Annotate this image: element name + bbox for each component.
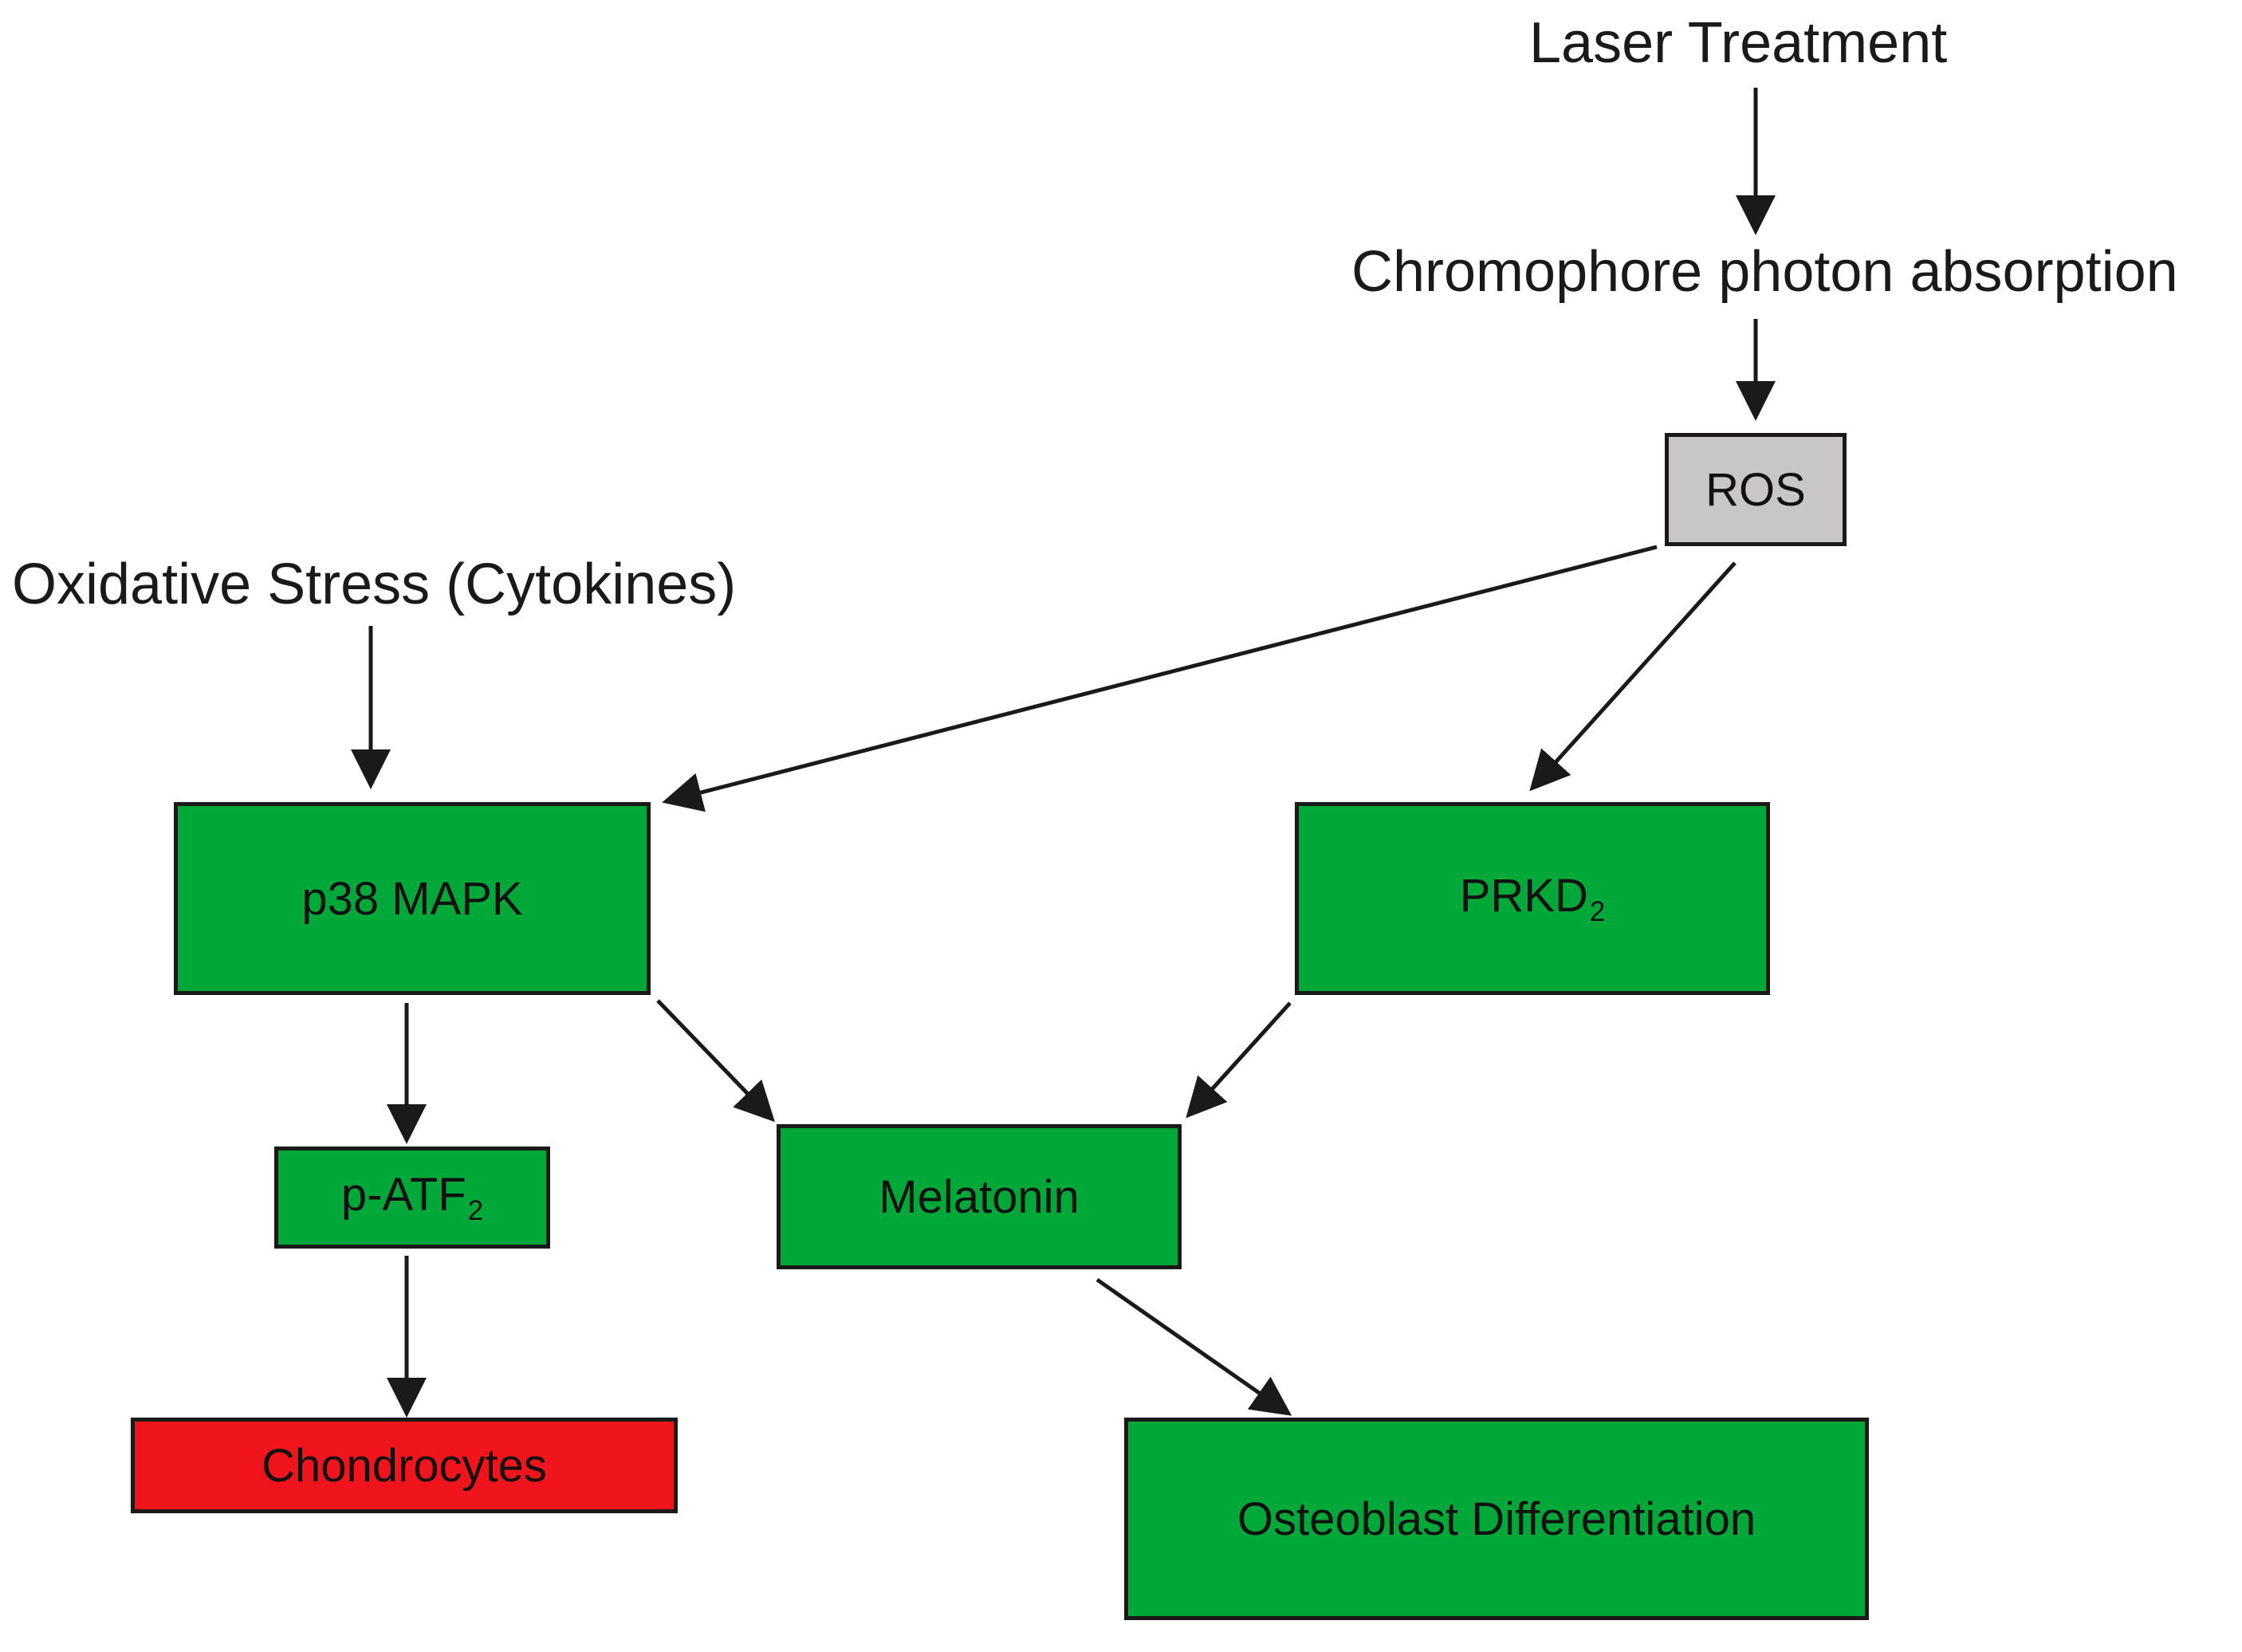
prkd2-label: PRKD2 — [1459, 869, 1606, 928]
ros-label: ROS — [1705, 463, 1806, 516]
chondrocytes-label: Chondrocytes — [262, 1439, 547, 1492]
chromophore-absorption-label: Chromophore photon absorption — [1351, 240, 2178, 304]
melatonin-label: Melatonin — [879, 1170, 1080, 1223]
arrow-ros-to-prkd — [1529, 561, 1737, 792]
p38-mapk-node: p38 MAPK — [174, 802, 651, 995]
prkd2-node: PRKD2 — [1295, 802, 1770, 995]
arrow-prkd-to-melatonin — [1186, 1001, 1292, 1119]
chondrocytes-node: Chondrocytes — [131, 1418, 678, 1513]
p-atf2-label: p-ATF2 — [340, 1168, 484, 1227]
ros-node: ROS — [1665, 433, 1847, 546]
arrow-melatonin-to-osteoblast — [1095, 1277, 1292, 1416]
oxidative-stress-label: Oxidative Stress (Cytokines) — [12, 553, 737, 616]
osteoblast-differentiation-label: Osteoblast Differentiation — [1237, 1493, 1756, 1545]
melatonin-node: Melatonin — [777, 1124, 1182, 1269]
arrow-ros-to-p38 — [662, 545, 1658, 812]
p38-mapk-label: p38 MAPK — [301, 872, 523, 925]
osteoblast-differentiation-node: Osteoblast Differentiation — [1124, 1418, 1869, 1620]
p-atf2-node: p-ATF2 — [274, 1147, 550, 1249]
laser-treatment-label: Laser Treatment — [1529, 11, 1948, 75]
arrow-p38-to-melatonin — [656, 999, 775, 1123]
